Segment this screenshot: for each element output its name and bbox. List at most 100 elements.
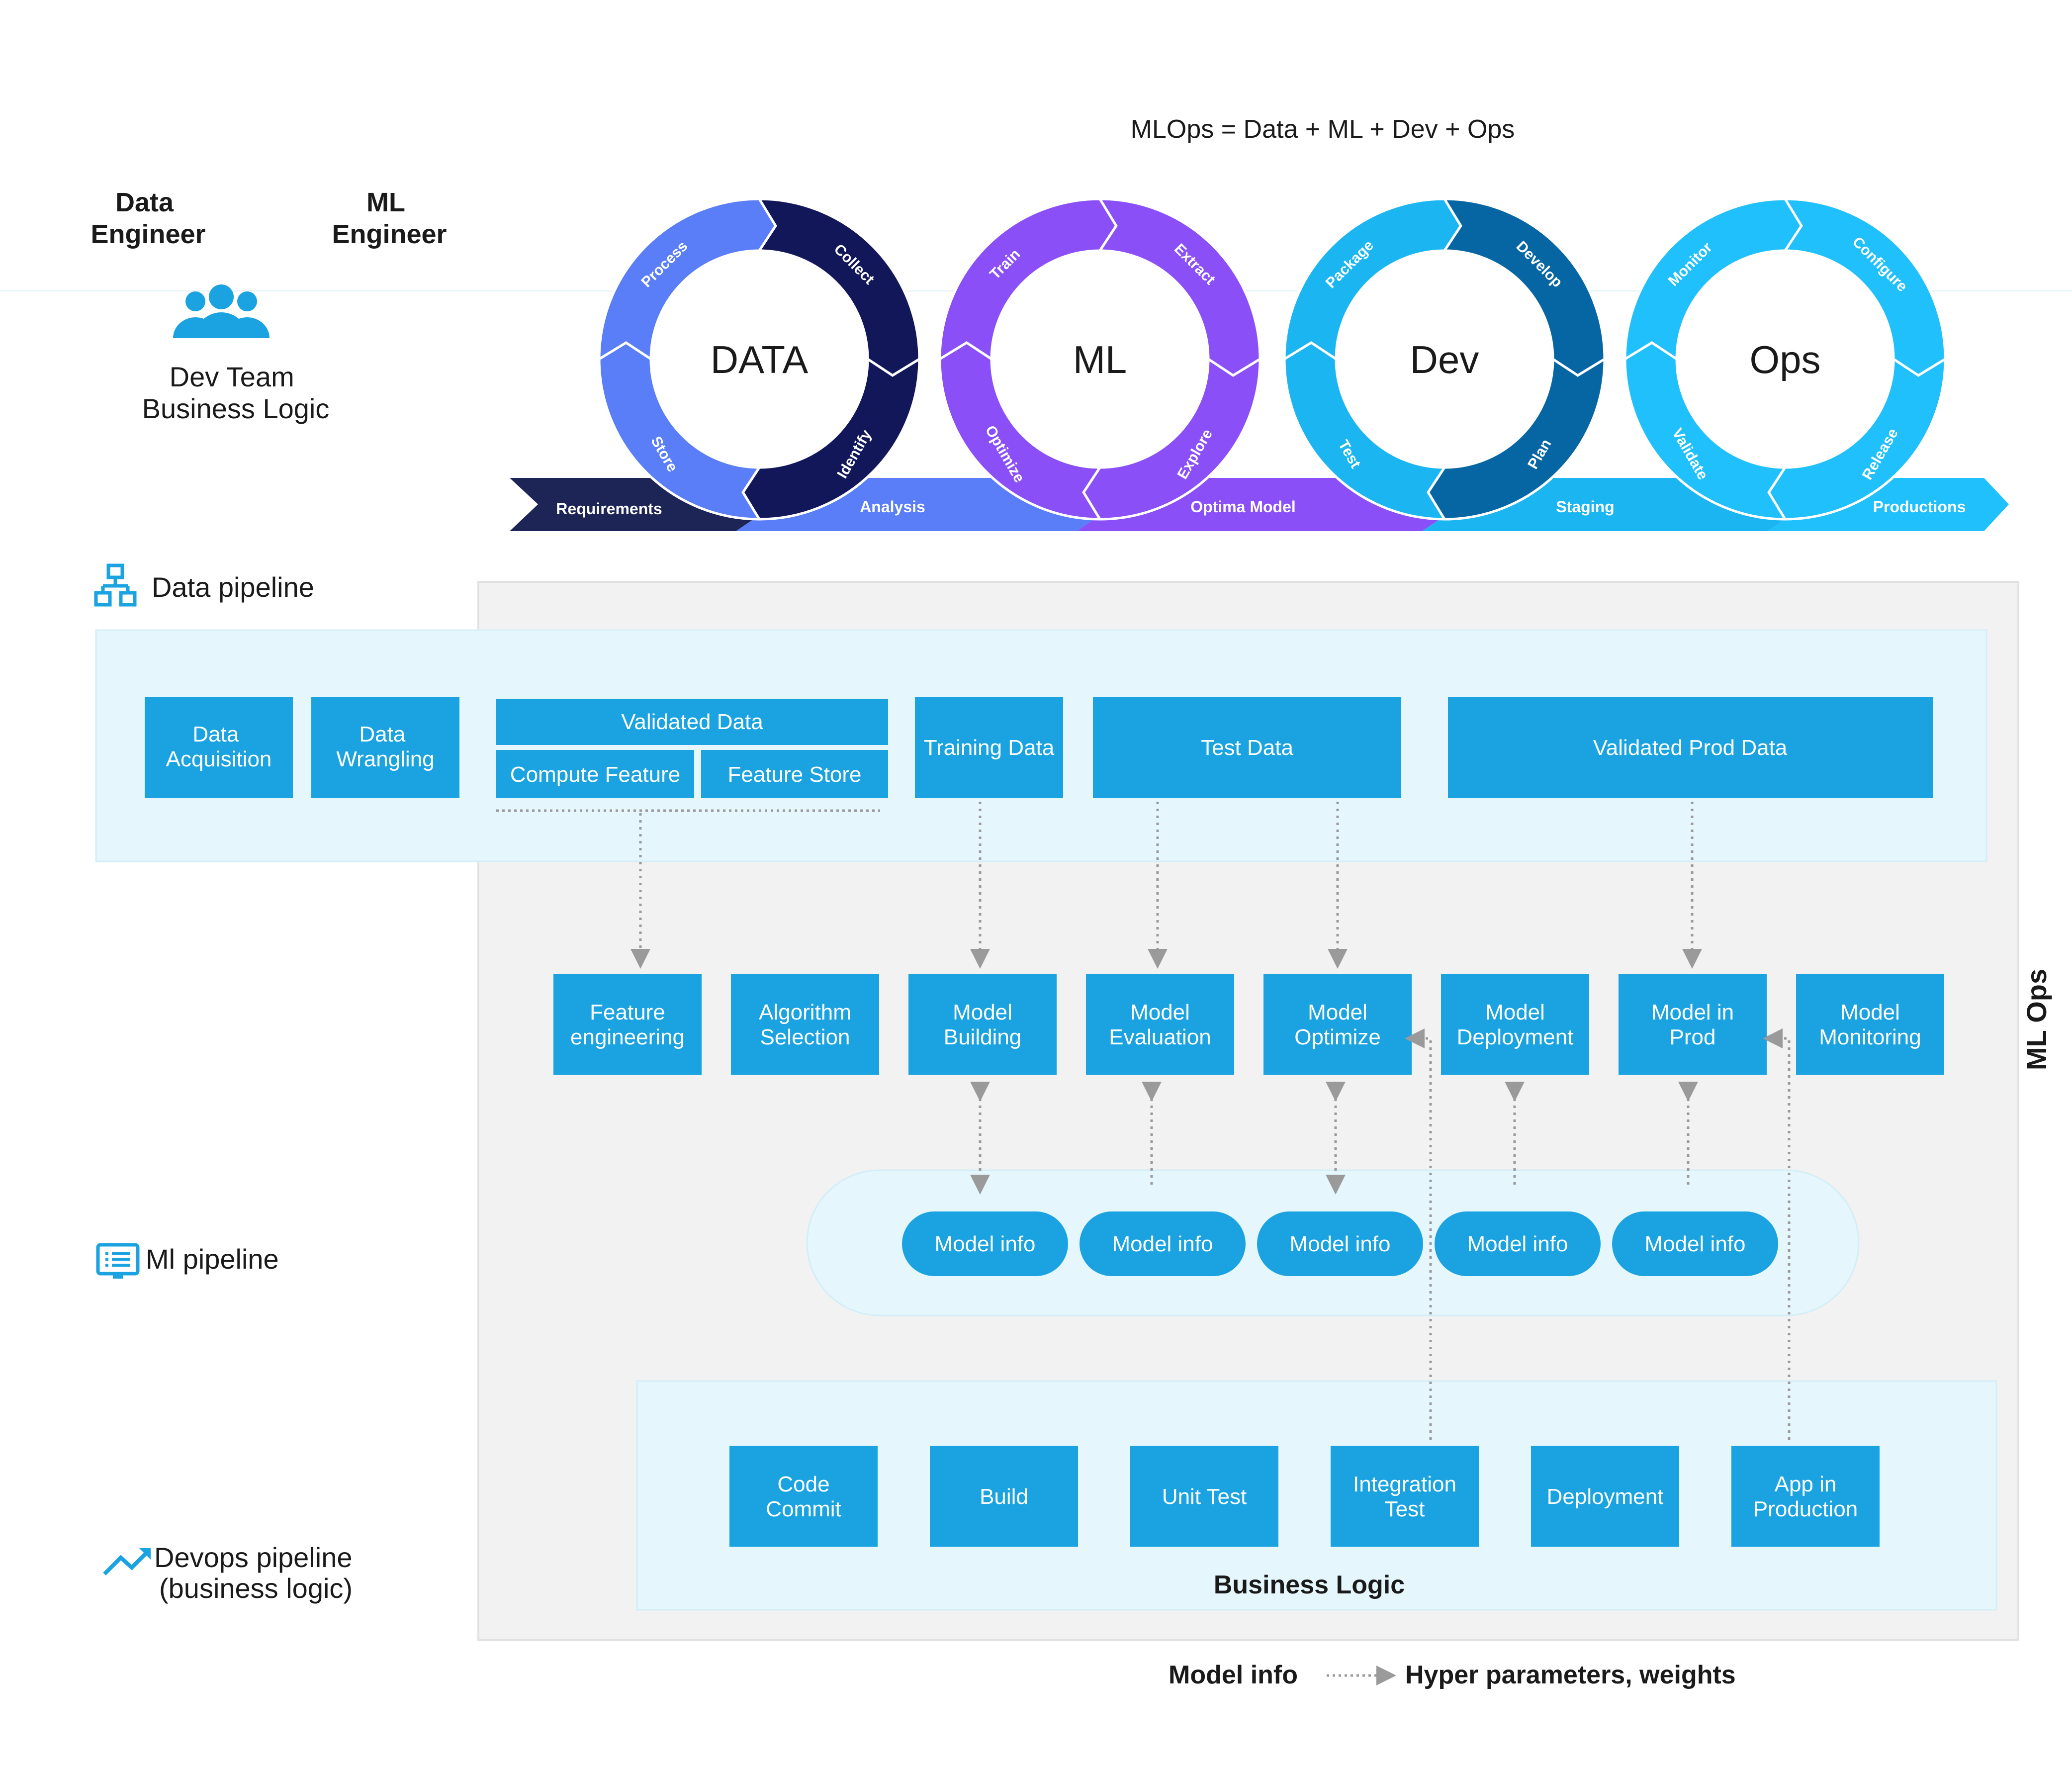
ml-engineer-line-1: ML xyxy=(366,187,405,217)
model-info-pill-5: Model info xyxy=(1612,1211,1778,1276)
data-to-ml-connectors xyxy=(631,802,1702,969)
ml-step-box-7-line-1: Model in xyxy=(1651,1000,1734,1024)
model-info-label: Model info xyxy=(1112,1232,1213,1256)
validated-prod-data-box: Validated Prod Data xyxy=(1448,697,1933,798)
validated-prod-data-label: Validated Prod Data xyxy=(1593,736,1788,760)
ml-step-box-4-line-1: Model xyxy=(1130,1000,1190,1024)
data-engineer-label: Data Engineer xyxy=(90,187,205,249)
devops-step-box-2-line-1: Build xyxy=(980,1485,1028,1509)
validated-data-box: Validated Data xyxy=(496,699,888,745)
ml-engineer-line-2: Engineer xyxy=(332,219,447,249)
data-engineer-line-1: Data xyxy=(115,187,174,217)
ml-step-box-1-line-1: Feature xyxy=(590,1000,665,1024)
ring-center xyxy=(993,252,1207,466)
svg-text:Data Acquisition: Data Acquisition xyxy=(166,722,272,771)
devops-step-box-3: Unit Test xyxy=(1130,1446,1278,1547)
dev-team-label: Dev Team Business Logic xyxy=(142,361,330,424)
devops-step-box-2: Build xyxy=(930,1446,1078,1547)
model-info-label: Model info xyxy=(1467,1232,1568,1256)
ml-step-box-8-line-1: Model xyxy=(1840,1000,1900,1024)
model-info-pill-1: Model info xyxy=(902,1211,1068,1276)
ml-step-box-3-line-1: Model xyxy=(953,1000,1012,1024)
flow-label-3: Optima Model xyxy=(1190,498,1296,516)
connector-integration-to-optimize xyxy=(1405,1028,1432,1440)
ring-center-label: ML xyxy=(1073,338,1127,381)
ml-step-box-7-line-2: Prod xyxy=(1670,1025,1716,1049)
flow-label-5: Productions xyxy=(1873,498,1966,516)
data-wrangling-line-2: Wrangling xyxy=(336,747,434,771)
ml-pipeline-icon xyxy=(96,1243,140,1279)
ml-step-box-5-line-2: Optimize xyxy=(1294,1025,1381,1049)
flow-label-1: Requirements xyxy=(556,500,662,518)
ml-step-box-8-line-2: Monitoring xyxy=(1819,1025,1921,1049)
devops-pipeline-line-1: Devops pipeline xyxy=(154,1542,352,1573)
diagram-title: MLOps = Data + ML + Dev + Ops xyxy=(1131,115,1515,144)
business-logic-label: Business Logic xyxy=(1214,1571,1405,1599)
team-icon xyxy=(173,284,270,338)
flow-label-4: Staging xyxy=(1556,498,1614,516)
test-data-box: Test Data xyxy=(1093,697,1401,798)
ring-center-label: Ops xyxy=(1749,338,1820,381)
model-info-pills: Model info Model info Model info Model info… xyxy=(902,1211,1778,1276)
ring-center xyxy=(1678,252,1892,466)
ring-center xyxy=(1338,252,1551,466)
test-data-label: Test Data xyxy=(1201,736,1293,760)
devops-pipeline-label: Devops pipeline (business logic) xyxy=(154,1542,360,1604)
devops-step-box-6-line-1: App in xyxy=(1775,1472,1837,1496)
devops-pipeline-line-2: (business logic) xyxy=(159,1573,353,1604)
ml-step-box-1-line-2: engineering xyxy=(570,1025,685,1049)
model-info-label: Model info xyxy=(1644,1232,1745,1256)
devops-feedback-connectors xyxy=(1405,1028,1791,1440)
devops-step-box-3-line-1: Unit Test xyxy=(1162,1485,1247,1509)
model-info-pill-4: Model info xyxy=(1435,1211,1601,1276)
data-acquisition-box: Data Acquisition xyxy=(145,697,293,798)
data-pipeline-label: Data pipeline xyxy=(152,571,314,603)
dev-team-line-2: Business Logic xyxy=(142,393,330,424)
ring-center-label: Dev xyxy=(1410,338,1479,381)
data-acquisition-line-1: Data xyxy=(192,722,239,746)
feature-store-box: Feature Store xyxy=(701,750,888,798)
ml-step-box-6-line-2: Deployment xyxy=(1457,1025,1574,1049)
ring-segment-validate xyxy=(1623,341,1788,521)
ring-center-label: DATA xyxy=(711,338,808,381)
ml-step-box-4-line-2: Evaluation xyxy=(1109,1025,1211,1049)
legend-model-info: Model info xyxy=(1169,1661,1298,1689)
ml-step-box-2-line-1: Algorithm xyxy=(759,1000,851,1024)
devops-step-box-6-line-2: Production xyxy=(1753,1497,1858,1521)
model-info-pill-3: Model info xyxy=(1257,1211,1423,1276)
data-pipeline-icon xyxy=(94,563,137,607)
connector-app-to-model-in-prod xyxy=(1763,1028,1791,1440)
devops-step-box-5-line-1: Deployment xyxy=(1547,1485,1664,1509)
flow-label-2: Analysis xyxy=(860,498,925,516)
compute-feature-box: Compute Feature xyxy=(496,750,694,798)
feature-store-label: Feature Store xyxy=(727,762,861,787)
ml-step-box-6-line-1: Model xyxy=(1485,1000,1545,1024)
ring-center xyxy=(652,252,866,466)
devops-step-box-4-line-1: Integration xyxy=(1353,1472,1456,1496)
devops-step-box-1-line-2: Commit xyxy=(766,1497,841,1521)
ml-engineer-label: ML Engineer xyxy=(332,187,447,249)
ml-ops-side-label: ML Ops xyxy=(2021,969,2052,1070)
ml-step-box-5-line-1: Model xyxy=(1308,1000,1367,1024)
ml-step-box-3-line-2: Building xyxy=(944,1025,1022,1049)
compute-feature-label: Compute Feature xyxy=(510,762,680,787)
devops-step-box-5: Deployment xyxy=(1531,1446,1679,1547)
ring-segment-optimize xyxy=(938,341,1102,521)
training-data-box: Training Data xyxy=(915,697,1063,798)
